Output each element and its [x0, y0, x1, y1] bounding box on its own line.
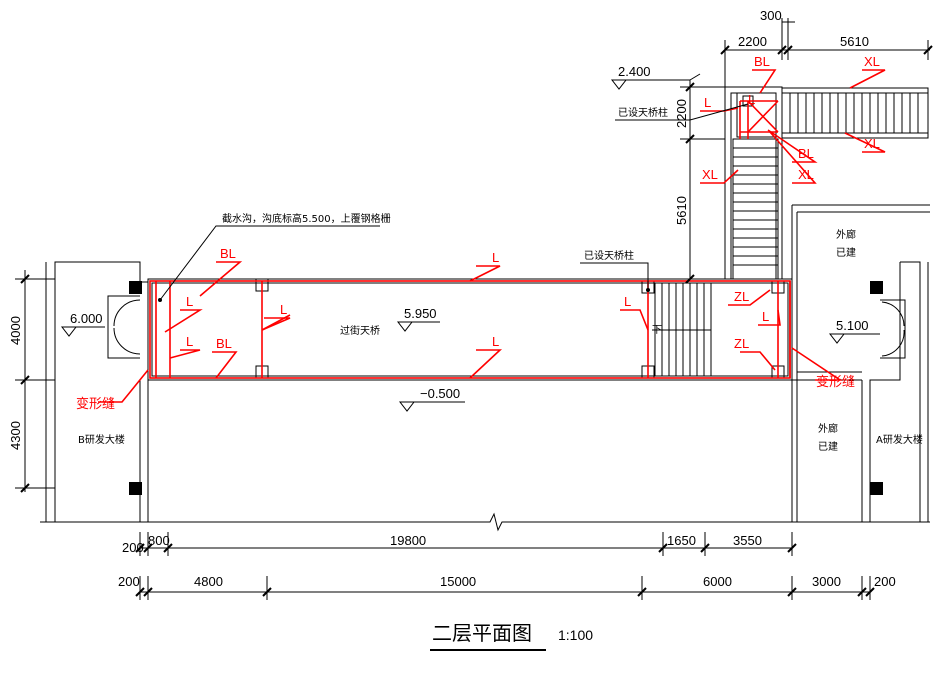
existing-corridor [791, 204, 930, 522]
note-existing-column-top: 已设天桥柱 [618, 106, 668, 119]
room-corridor-top-2: 已建 [836, 246, 856, 259]
room-bridge: 过街天桥 [340, 324, 380, 337]
room-building-a: A研发大楼 [876, 433, 923, 446]
column-b-top [129, 281, 142, 294]
red-leaders [98, 69, 886, 403]
stair-treads-horizontal [781, 87, 929, 139]
elev-left: 6.000 [70, 311, 103, 326]
beam-label-l-7: L [762, 309, 769, 324]
dim-left-a: 4000 [8, 316, 23, 345]
beam-label-xl-3: XL [798, 167, 814, 182]
dim-top-c: 5610 [840, 34, 869, 49]
dim-row1-1: 800 [148, 533, 170, 548]
beam-label-l-1: L [186, 294, 193, 309]
bridge-columns [255, 95, 785, 379]
dim-row2-1: 4800 [194, 574, 223, 589]
dim-left-b: 4300 [8, 421, 23, 450]
dim-row1-3: 1650 [667, 533, 696, 548]
building-b-outline [45, 261, 149, 522]
beam-label-zl-1: ZL [734, 289, 749, 304]
beam-label-xl-2: XL [864, 136, 880, 151]
room-building-b: B研发大楼 [78, 433, 125, 446]
beam-label-bl-1: BL [220, 246, 236, 261]
dim-row2-3: 6000 [703, 574, 732, 589]
door-a [880, 299, 906, 359]
elev-ground: −0.500 [420, 386, 460, 401]
dim-row1-4: 3550 [733, 533, 762, 548]
ground-line [40, 512, 930, 532]
note-drain: 截水沟，沟底标高5.500，上覆钢格栅 [222, 212, 391, 225]
dim-row2-5: 200 [874, 574, 896, 589]
dim-vert-b: 5610 [674, 196, 689, 225]
note-down: 下 [652, 325, 662, 336]
building-a-outline [861, 261, 929, 522]
room-corridor-top-1: 外廊 [836, 228, 856, 241]
beam-label-l-9: L [748, 92, 755, 107]
room-corridor-bot-2: 已建 [818, 440, 838, 453]
beam-label-zl-2: ZL [734, 336, 749, 351]
dim-top-b: 2200 [738, 34, 767, 49]
dim-row2-4: 3000 [812, 574, 841, 589]
drawing-scale: 1:100 [558, 627, 593, 643]
beam-label-bl-2: BL [216, 336, 232, 351]
bridge-stair-steps [654, 282, 712, 377]
elev-right: 5.100 [836, 318, 869, 333]
dim-row1-2: 19800 [390, 533, 426, 548]
door-b [107, 295, 141, 359]
column-a-bottom [870, 482, 883, 495]
beam-label-bl-4: BL [798, 146, 814, 161]
note-existing-column-mid: 已设天桥柱 [584, 249, 634, 262]
dim-top-a: 300 [760, 8, 782, 23]
room-corridor-bot-1: 外廊 [818, 422, 838, 435]
elev-top: 2.400 [618, 64, 651, 79]
beam-label-l-3: L [280, 302, 287, 317]
beam-label-xl-4: XL [702, 167, 718, 182]
column-b-bottom [129, 482, 142, 495]
elev-bridge: 5.950 [404, 306, 437, 321]
beam-label-xl-1: XL [864, 54, 880, 69]
dim-row1-0: 200 [122, 540, 144, 555]
drawing-title: 二层平面图 [432, 621, 532, 645]
beam-label-l-6: L [624, 294, 631, 309]
expansion-joint-left: 变形缝 [76, 396, 115, 411]
beam-label-l-8: L [704, 95, 711, 110]
expansion-joint-right: 变形缝 [816, 374, 855, 389]
dim-row2-0: 200 [118, 574, 140, 589]
landing-top [736, 92, 777, 138]
elevation-markers [60, 73, 880, 412]
dimension-lines [15, 18, 933, 600]
dim-vert-a: 2200 [674, 99, 689, 128]
stair-tower [724, 86, 929, 280]
beam-label-bl-3: BL [754, 54, 770, 69]
red-beams [149, 100, 791, 379]
stair-treads-vertical [733, 147, 778, 266]
column-a-top [870, 281, 883, 294]
beam-label-l-4: L [492, 250, 499, 265]
beam-label-l-2: L [186, 334, 193, 349]
dim-row2-2: 15000 [440, 574, 476, 589]
bridge-body [147, 278, 793, 522]
beam-label-l-5: L [492, 334, 499, 349]
